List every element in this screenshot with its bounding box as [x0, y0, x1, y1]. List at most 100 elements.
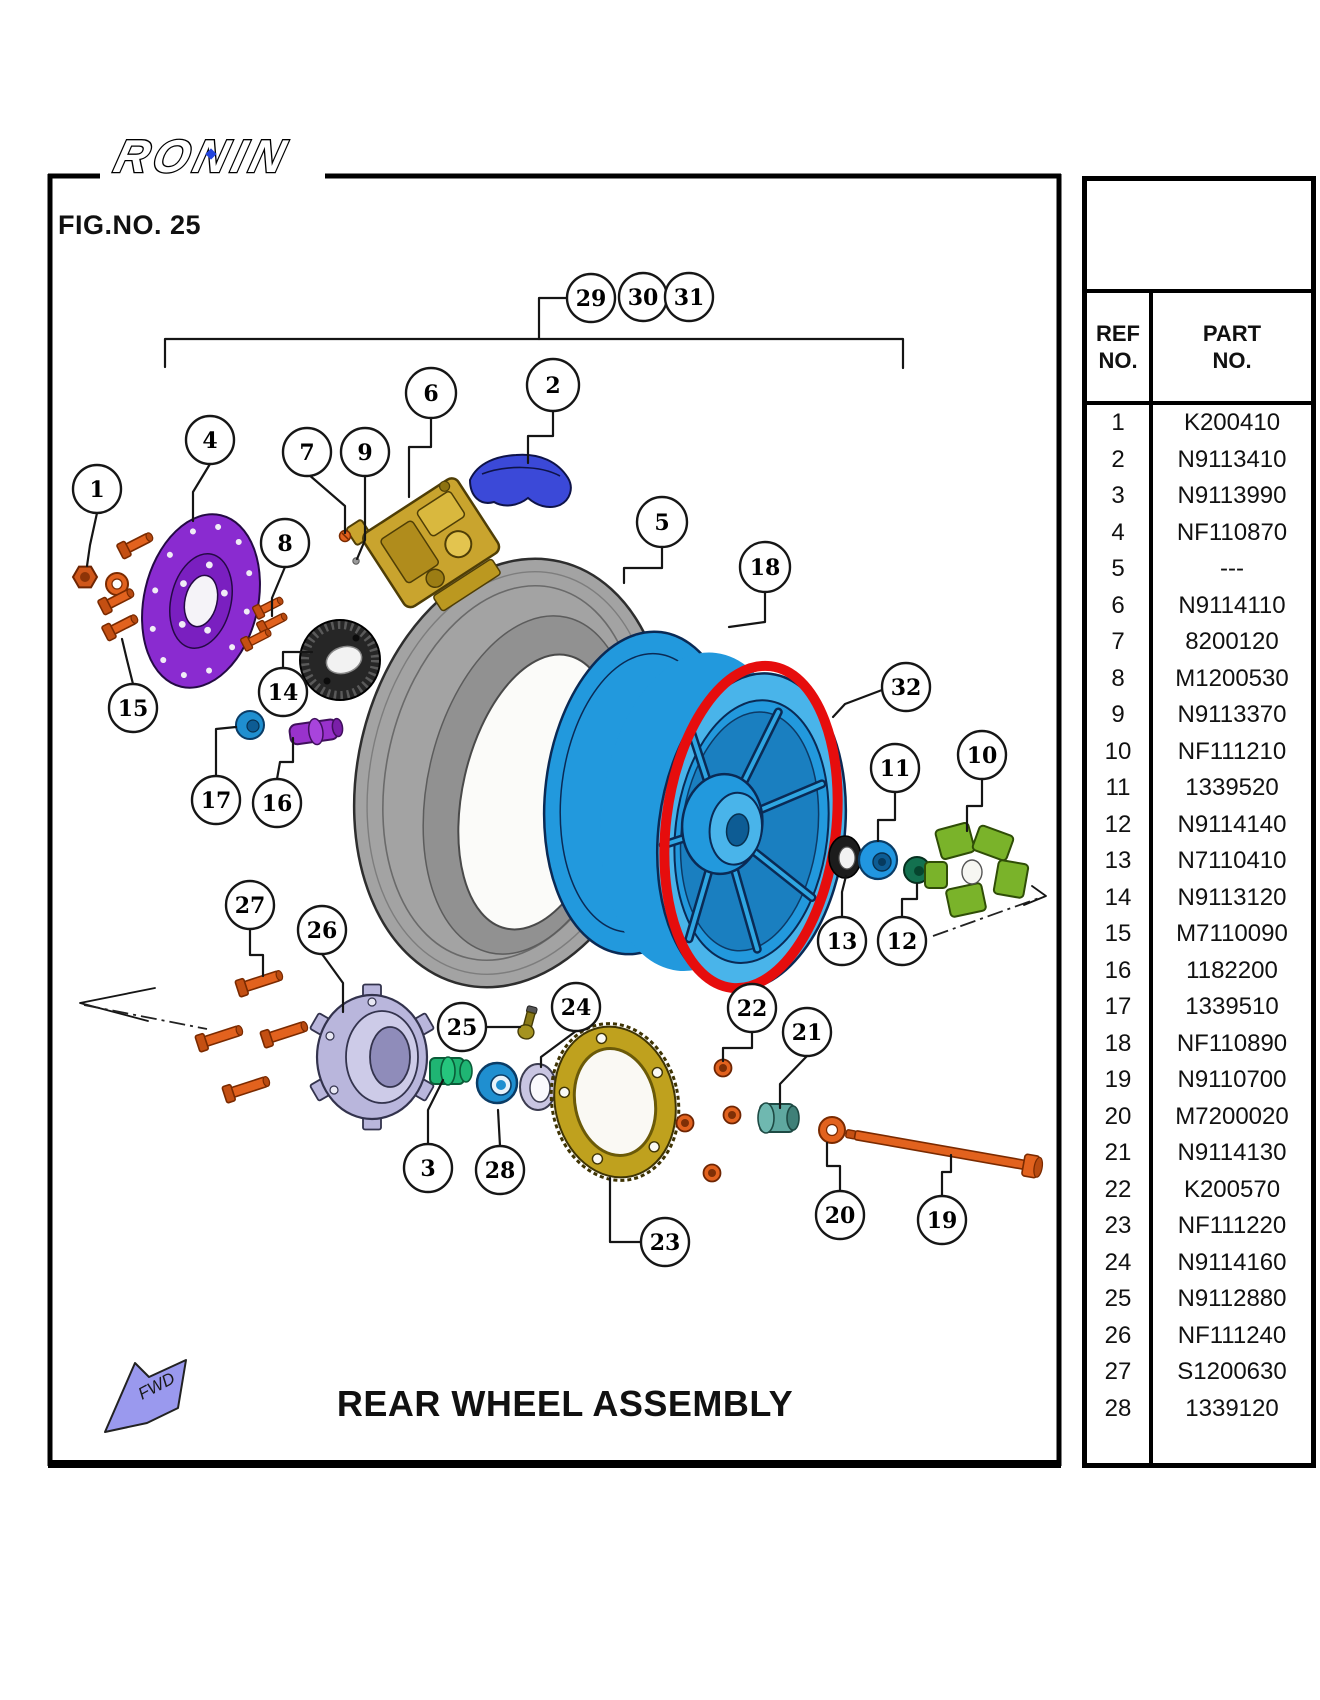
part-no-cell: N9113990 [1149, 478, 1311, 515]
part-no-cell: N9110700 [1149, 1062, 1311, 1099]
part-seal-13 [828, 835, 862, 879]
callout-22: 22 [726, 982, 778, 1034]
ref-no-cell: 17 [1104, 993, 1132, 1021]
ref-no-cell: 12 [1104, 810, 1132, 838]
ref-no-cell: 7 [1111, 628, 1125, 656]
part-no-cell: N9114130 [1149, 1135, 1311, 1172]
part-seal-24 [519, 1063, 557, 1111]
table-row: 20 M7200020 [1087, 1098, 1311, 1135]
ref-no-cell: 25 [1104, 1285, 1132, 1313]
table-blank-header [1087, 181, 1311, 293]
table-row: 15 M7110090 [1087, 916, 1311, 953]
part-caliper [346, 477, 501, 612]
part-no-cell: N9114110 [1149, 587, 1311, 624]
callout-1: 1 [71, 463, 123, 515]
part-no-cell: N7110410 [1149, 843, 1311, 880]
svg-text:6: 6 [423, 381, 438, 407]
svg-text:20: 20 [825, 1203, 856, 1229]
centerline-left-arrow [79, 987, 208, 1030]
table-row: 26 NF111240 [1087, 1317, 1311, 1354]
part-no-cell: 1182200 [1149, 952, 1311, 989]
callout-30: 30 [617, 271, 669, 323]
part-sprocket [549, 1022, 681, 1182]
part-no-cell: 1339120 [1149, 1390, 1311, 1427]
part-no-cell: M7200020 [1149, 1098, 1311, 1135]
part-wheel [542, 630, 848, 992]
fwd-arrow: FWD [104, 1359, 187, 1433]
part-no-cell: 8200120 [1149, 624, 1311, 661]
table-row: 7 8200120 [1087, 624, 1311, 661]
svg-text:29: 29 [576, 286, 607, 312]
svg-text:23: 23 [650, 1230, 681, 1256]
table-row: 12 N9114140 [1087, 806, 1311, 843]
table-row: 3 N9113990 [1087, 478, 1311, 515]
part-no-cell: M1200530 [1149, 660, 1311, 697]
svg-text:8: 8 [277, 531, 292, 557]
table-row: 10 NF111210 [1087, 733, 1311, 770]
ref-no-cell: 10 [1104, 737, 1132, 765]
callout-15: 15 [107, 682, 159, 734]
callout-21: 21 [781, 1006, 833, 1058]
callout-4: 4 [184, 414, 236, 466]
part-spacer-3 [429, 1056, 473, 1086]
svg-text:30: 30 [628, 285, 659, 311]
svg-text:18: 18 [750, 555, 781, 581]
diagram-frame [47, 173, 1062, 1468]
table-row: 24 N9114160 [1087, 1244, 1311, 1281]
callout-32: 32 [880, 661, 932, 713]
part-damper-ring [299, 619, 381, 701]
table-row: 5 --- [1087, 551, 1311, 588]
table-row: 1 K200410 [1087, 405, 1311, 442]
svg-text:1: 1 [89, 477, 104, 503]
svg-text:15: 15 [118, 696, 149, 722]
table-row: 23 NF111220 [1087, 1208, 1311, 1245]
callout-27: 27 [224, 879, 276, 931]
callout-16: 16 [251, 777, 303, 829]
ref-no-cell: 15 [1104, 920, 1132, 948]
svg-text:17: 17 [201, 788, 232, 814]
callout-23: 23 [639, 1216, 691, 1268]
svg-text:26: 26 [307, 918, 338, 944]
ref-no-cell: 24 [1104, 1248, 1132, 1276]
ref-no-cell: 8 [1111, 664, 1125, 692]
callout-28: 28 [474, 1144, 526, 1196]
part-bearing-28 [475, 1061, 519, 1105]
ref-no-cell: 4 [1111, 518, 1125, 546]
part-no-cell: 1339520 [1149, 770, 1311, 807]
ref-no-cell: 18 [1104, 1029, 1132, 1057]
callout-7: 7 [281, 426, 333, 478]
table-body: 1 K200410 2 N9113410 3 N9113990 4 NF1108… [1087, 405, 1311, 1427]
svg-text:24: 24 [561, 995, 592, 1021]
part-no-cell: K200410 [1149, 405, 1311, 442]
brand-logo-text: RONIN [110, 131, 296, 182]
svg-text:13: 13 [827, 929, 858, 955]
part-no-cell: NF111240 [1149, 1317, 1311, 1354]
callout-20: 20 [814, 1189, 866, 1241]
table-row: 19 N9110700 [1087, 1062, 1311, 1099]
table-row: 13 N7110410 [1087, 843, 1311, 880]
part-no-cell: M7110090 [1149, 916, 1311, 953]
part-bushing-21 [757, 1102, 800, 1134]
svg-text:7: 7 [299, 440, 314, 466]
table-row: 18 NF110890 [1087, 1025, 1311, 1062]
callout-9: 9 [339, 426, 391, 478]
callout-25: 25 [436, 1001, 488, 1053]
svg-text:5: 5 [654, 510, 669, 536]
ref-no-cell: 13 [1104, 847, 1132, 875]
callout-31: 31 [663, 271, 715, 323]
centerline-right-arrow [932, 885, 1047, 937]
table-row: 14 N9113120 [1087, 879, 1311, 916]
ref-no-cell: 16 [1104, 956, 1132, 984]
svg-text:28: 28 [485, 1158, 516, 1184]
part-cush-drive [924, 822, 1030, 918]
ref-no-cell: 3 [1111, 482, 1125, 510]
group-bracket-29-30-31 [163, 296, 905, 370]
part-no-cell: NF110890 [1149, 1025, 1311, 1062]
svg-text:21: 21 [792, 1020, 823, 1046]
part-washer-20 [818, 1116, 846, 1144]
callout-18: 18 [738, 540, 792, 594]
ref-no-cell: 11 [1105, 774, 1131, 802]
ref-no-cell: 27 [1104, 1358, 1132, 1386]
part-no-cell: NF110870 [1149, 514, 1311, 551]
part-spacer-12 [903, 856, 931, 884]
